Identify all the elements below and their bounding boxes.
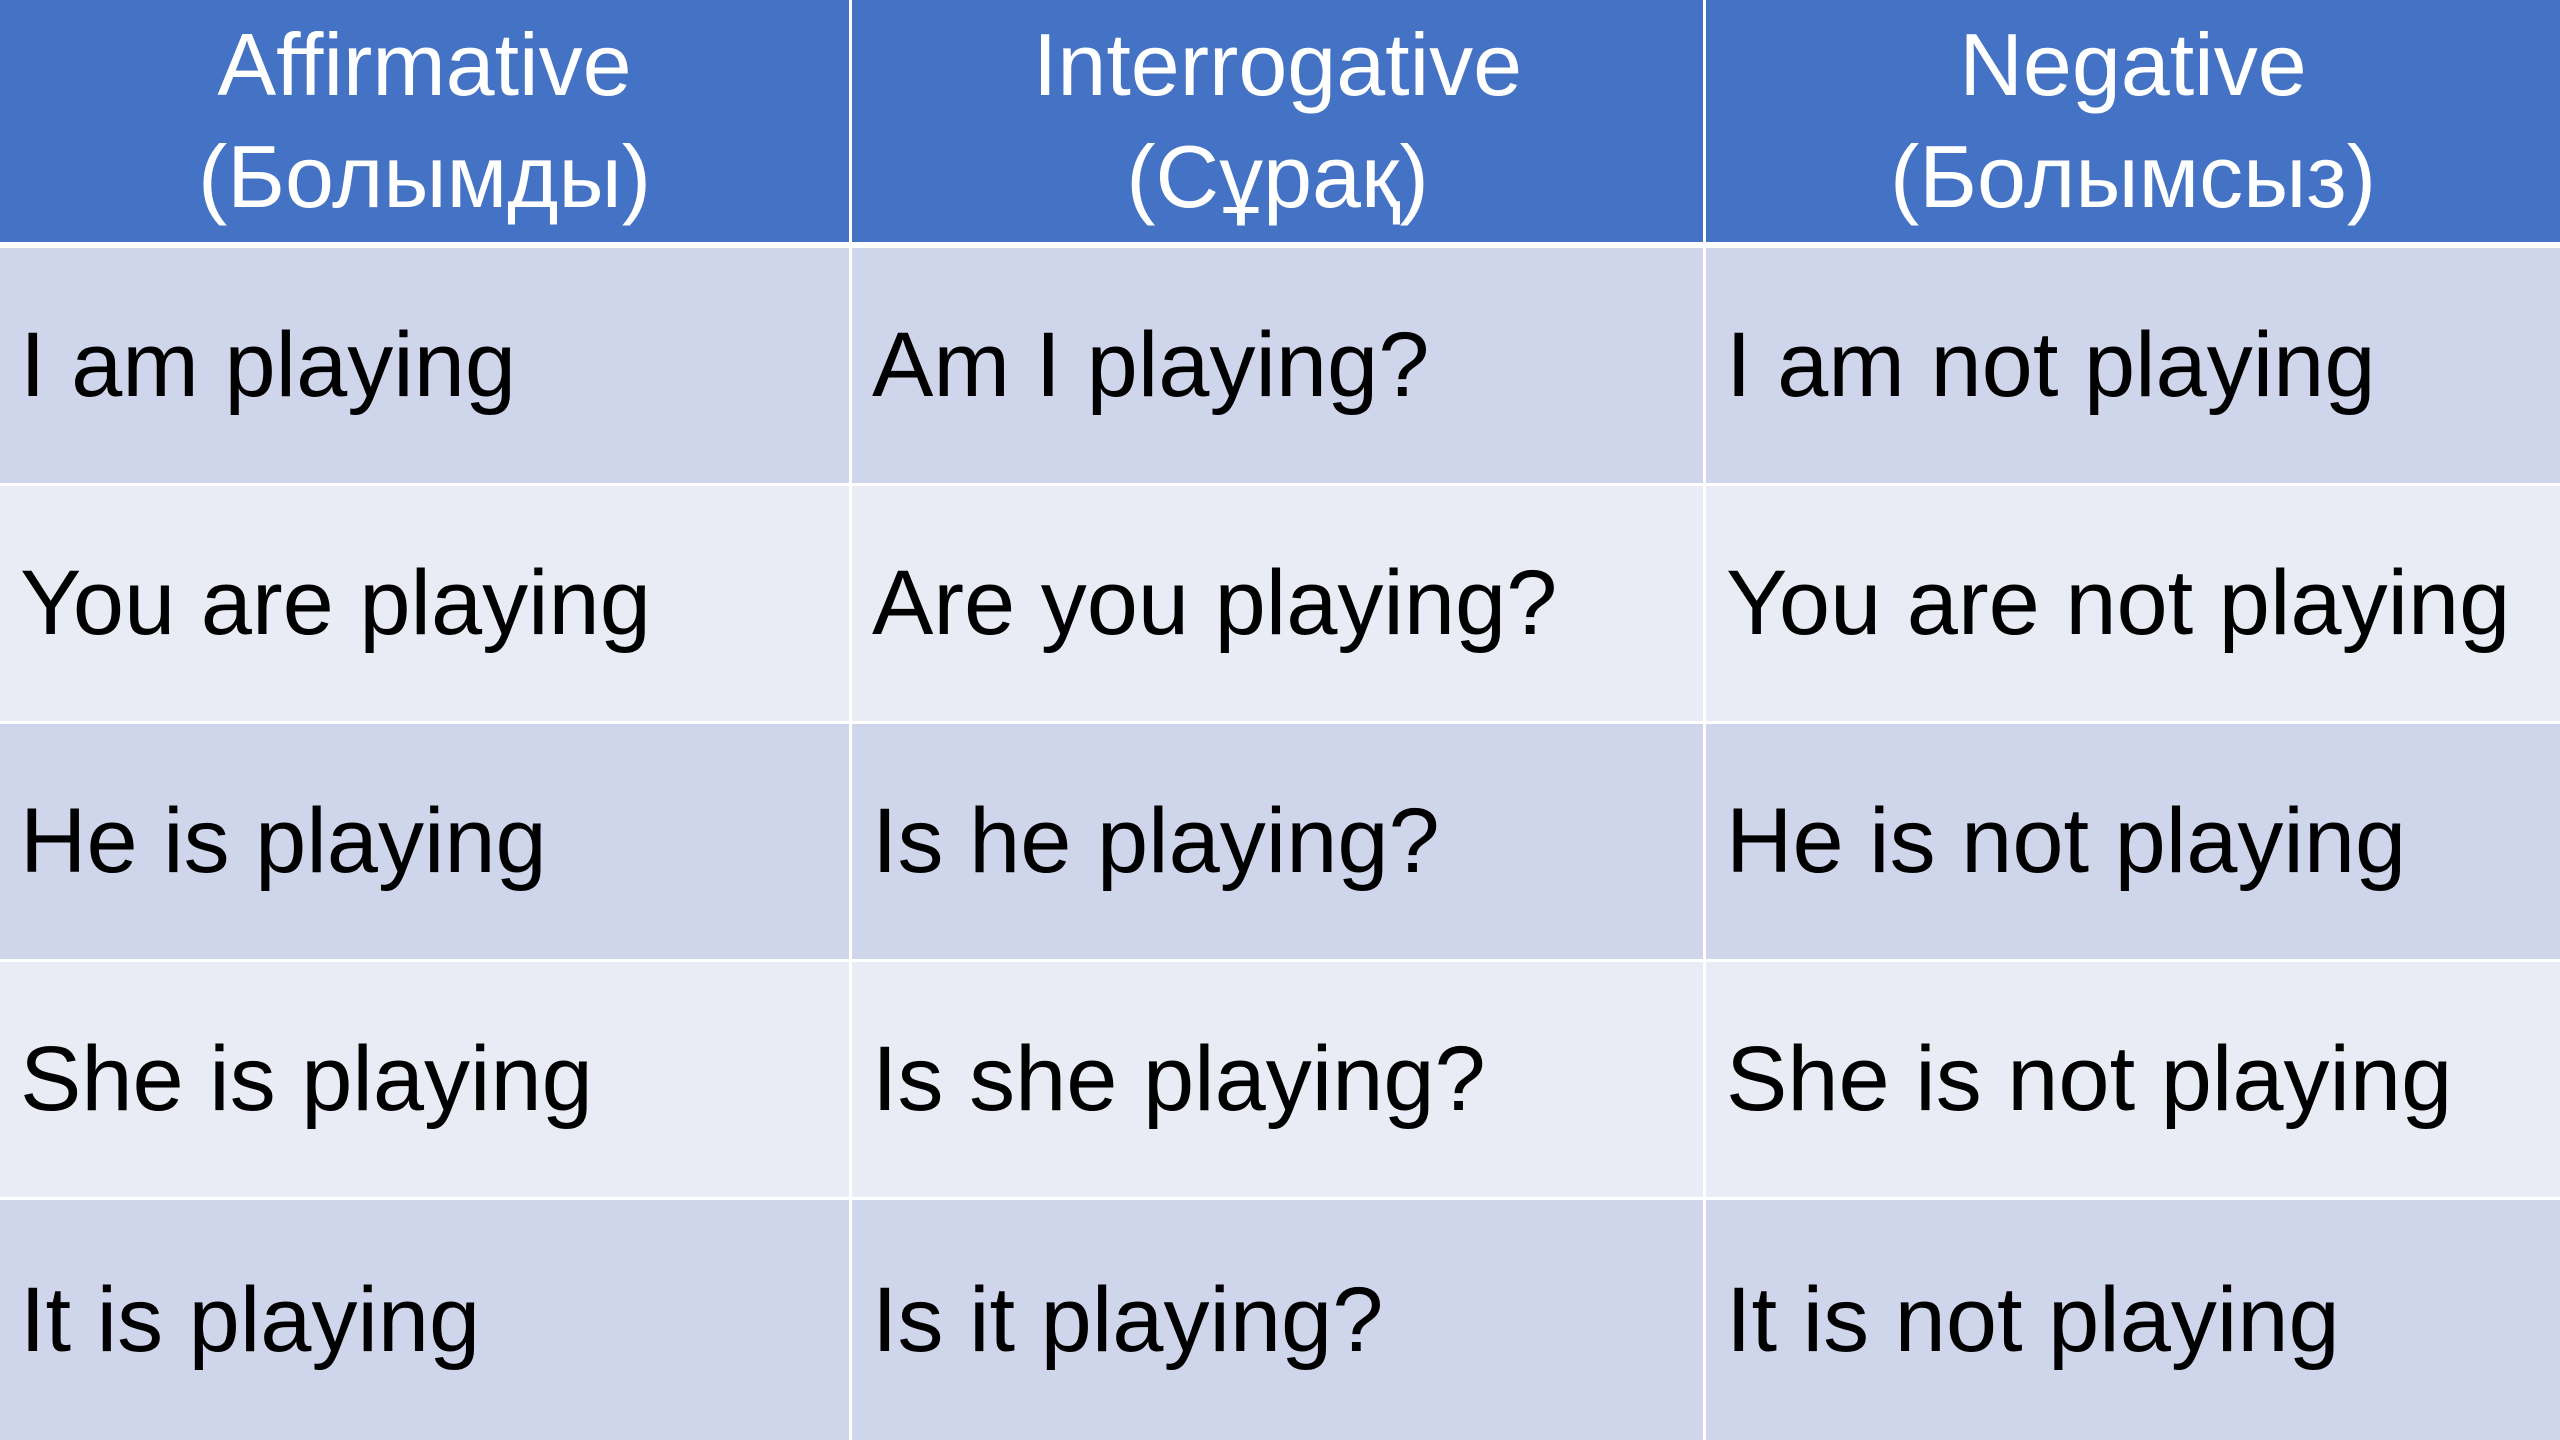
header-negative-title: Negative: [1959, 15, 2307, 114]
header-interrogative-subtitle: (Сұрақ): [1126, 127, 1429, 226]
header-affirmative: Affirmative (Болымды): [0, 0, 852, 248]
table-cell: You are playing: [0, 486, 852, 724]
table-cell: Is he playing?: [852, 724, 1706, 962]
table-cell: He is playing: [0, 724, 852, 962]
table-cell: It is not playing: [1706, 1200, 2560, 1440]
table-cell: You are not playing: [1706, 486, 2560, 724]
table-cell: It is playing: [0, 1200, 852, 1440]
header-affirmative-title: Affirmative: [217, 15, 632, 114]
table-cell: She is not playing: [1706, 962, 2560, 1200]
header-interrogative-title: Interrogative: [1032, 15, 1523, 114]
header-negative-subtitle: (Болымсыз): [1889, 127, 2377, 226]
table-cell: Is she playing?: [852, 962, 1706, 1200]
table-cell: Are you playing?: [852, 486, 1706, 724]
header-negative: Negative (Болымсыз): [1706, 0, 2560, 248]
table-cell: I am playing: [0, 248, 852, 486]
table-cell: He is not playing: [1706, 724, 2560, 962]
table-cell: I am not playing: [1706, 248, 2560, 486]
header-affirmative-subtitle: (Болымды): [197, 127, 652, 226]
table-cell: She is playing: [0, 962, 852, 1200]
table-cell: Is it playing?: [852, 1200, 1706, 1440]
header-interrogative: Interrogative (Сұрақ): [852, 0, 1706, 248]
table-cell: Am I playing?: [852, 248, 1706, 486]
